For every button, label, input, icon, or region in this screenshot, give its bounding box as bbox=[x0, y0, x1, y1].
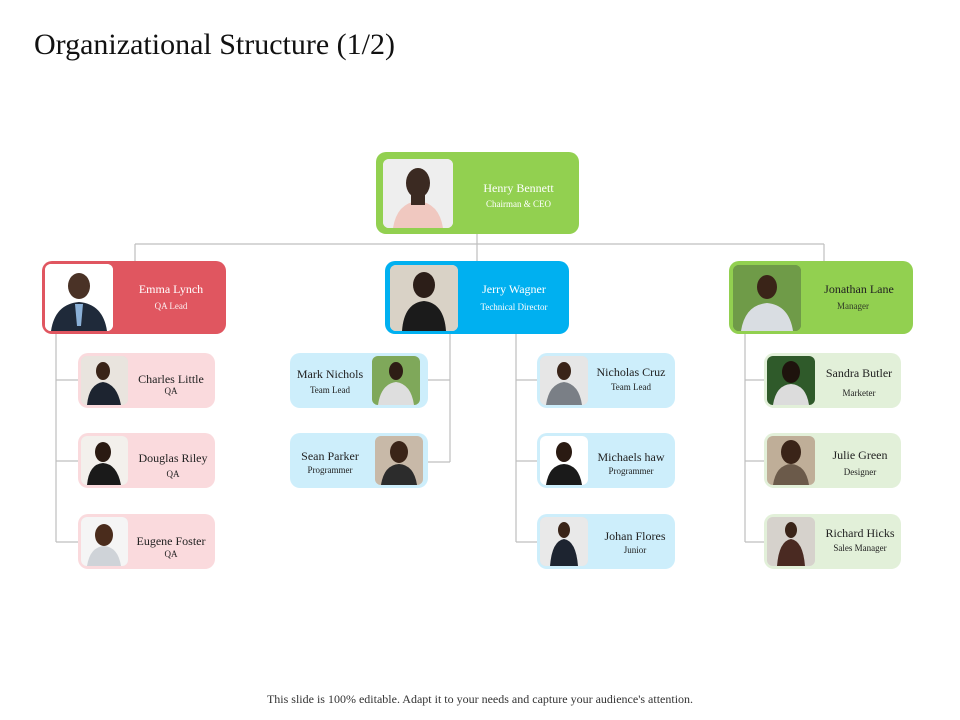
member-card: Nicholas Cruz Team Lead bbox=[537, 353, 675, 408]
member-name: Douglas Riley bbox=[138, 451, 208, 465]
member-photo bbox=[375, 436, 423, 485]
ceo-role: Chairman & CEO bbox=[486, 199, 551, 209]
member-photo bbox=[81, 517, 128, 566]
member-name: Sandra Butler bbox=[825, 366, 893, 380]
member-name: Charles Little bbox=[138, 372, 204, 386]
member-role: Programmer bbox=[307, 465, 353, 475]
member-role: Marketer bbox=[842, 388, 876, 398]
member-name: Richard Hicks bbox=[825, 526, 895, 540]
head-photo-mgmt bbox=[733, 265, 801, 331]
head-card-qa: Emma Lynch QA Lead bbox=[42, 261, 226, 334]
head-photo-tech bbox=[390, 265, 458, 331]
member-photo bbox=[767, 517, 815, 566]
member-card: Douglas Riley QA bbox=[78, 433, 215, 488]
head-name-tech: Jerry Wagner bbox=[482, 282, 546, 296]
member-name: Mark Nichols bbox=[296, 367, 364, 381]
head-name-qa: Emma Lynch bbox=[138, 282, 204, 296]
member-card: Sean Parker Programmer bbox=[290, 433, 428, 488]
ceo-card: Henry Bennett Chairman & CEO bbox=[376, 152, 579, 234]
ceo-photo bbox=[383, 159, 453, 228]
head-role-mgmt: Manager bbox=[837, 301, 869, 311]
member-role: QA bbox=[164, 549, 178, 559]
member-role: Team Lead bbox=[610, 382, 652, 392]
member-role: Team Lead bbox=[309, 385, 351, 395]
member-name: Sean Parker bbox=[301, 449, 359, 463]
head-role-qa: QA Lead bbox=[154, 301, 188, 311]
member-role: QA bbox=[164, 386, 178, 396]
member-card: Julie Green Designer bbox=[764, 433, 901, 488]
footer-note: This slide is 100% editable. Adapt it to… bbox=[266, 692, 694, 706]
member-name: Johan Flores bbox=[604, 529, 666, 543]
member-photo bbox=[540, 517, 588, 566]
head-card-mgmt: Jonathan Lane Manager bbox=[729, 261, 913, 334]
member-role: Designer bbox=[843, 467, 877, 477]
member-card: Johan Flores Junior bbox=[537, 514, 675, 569]
member-name: Julie Green bbox=[832, 448, 888, 462]
head-photo-qa bbox=[45, 264, 113, 331]
slide-title: Organizational Structure (1/2) bbox=[34, 28, 395, 61]
member-card: Michaels haw Programmer bbox=[537, 433, 675, 488]
member-photo bbox=[81, 436, 128, 485]
member-role: QA bbox=[166, 469, 180, 479]
head-name-mgmt: Jonathan Lane bbox=[824, 282, 894, 296]
member-card: Charles Little QA bbox=[78, 353, 215, 408]
member-photo bbox=[81, 356, 128, 405]
member-role: Programmer bbox=[608, 466, 654, 476]
member-card: Eugene Foster QA bbox=[78, 514, 215, 569]
member-card: Mark Nichols Team Lead bbox=[290, 353, 428, 408]
head-role-tech: Technical Director bbox=[480, 302, 548, 312]
member-role: Junior bbox=[623, 545, 647, 555]
member-name: Nicholas Cruz bbox=[596, 365, 666, 379]
head-card-tech: Jerry Wagner Technical Director bbox=[385, 261, 569, 334]
member-card: Sandra Butler Marketer bbox=[764, 353, 901, 408]
member-photo bbox=[540, 436, 588, 485]
member-name: Eugene Foster bbox=[136, 534, 206, 548]
ceo-name: Henry Bennett bbox=[483, 181, 554, 195]
member-photo bbox=[767, 436, 815, 485]
member-card: Richard Hicks Sales Manager bbox=[764, 514, 901, 569]
member-photo bbox=[540, 356, 588, 405]
member-role: Sales Manager bbox=[833, 543, 887, 553]
member-photo bbox=[372, 356, 420, 405]
member-photo bbox=[767, 356, 815, 405]
member-name: Michaels haw bbox=[597, 450, 665, 464]
